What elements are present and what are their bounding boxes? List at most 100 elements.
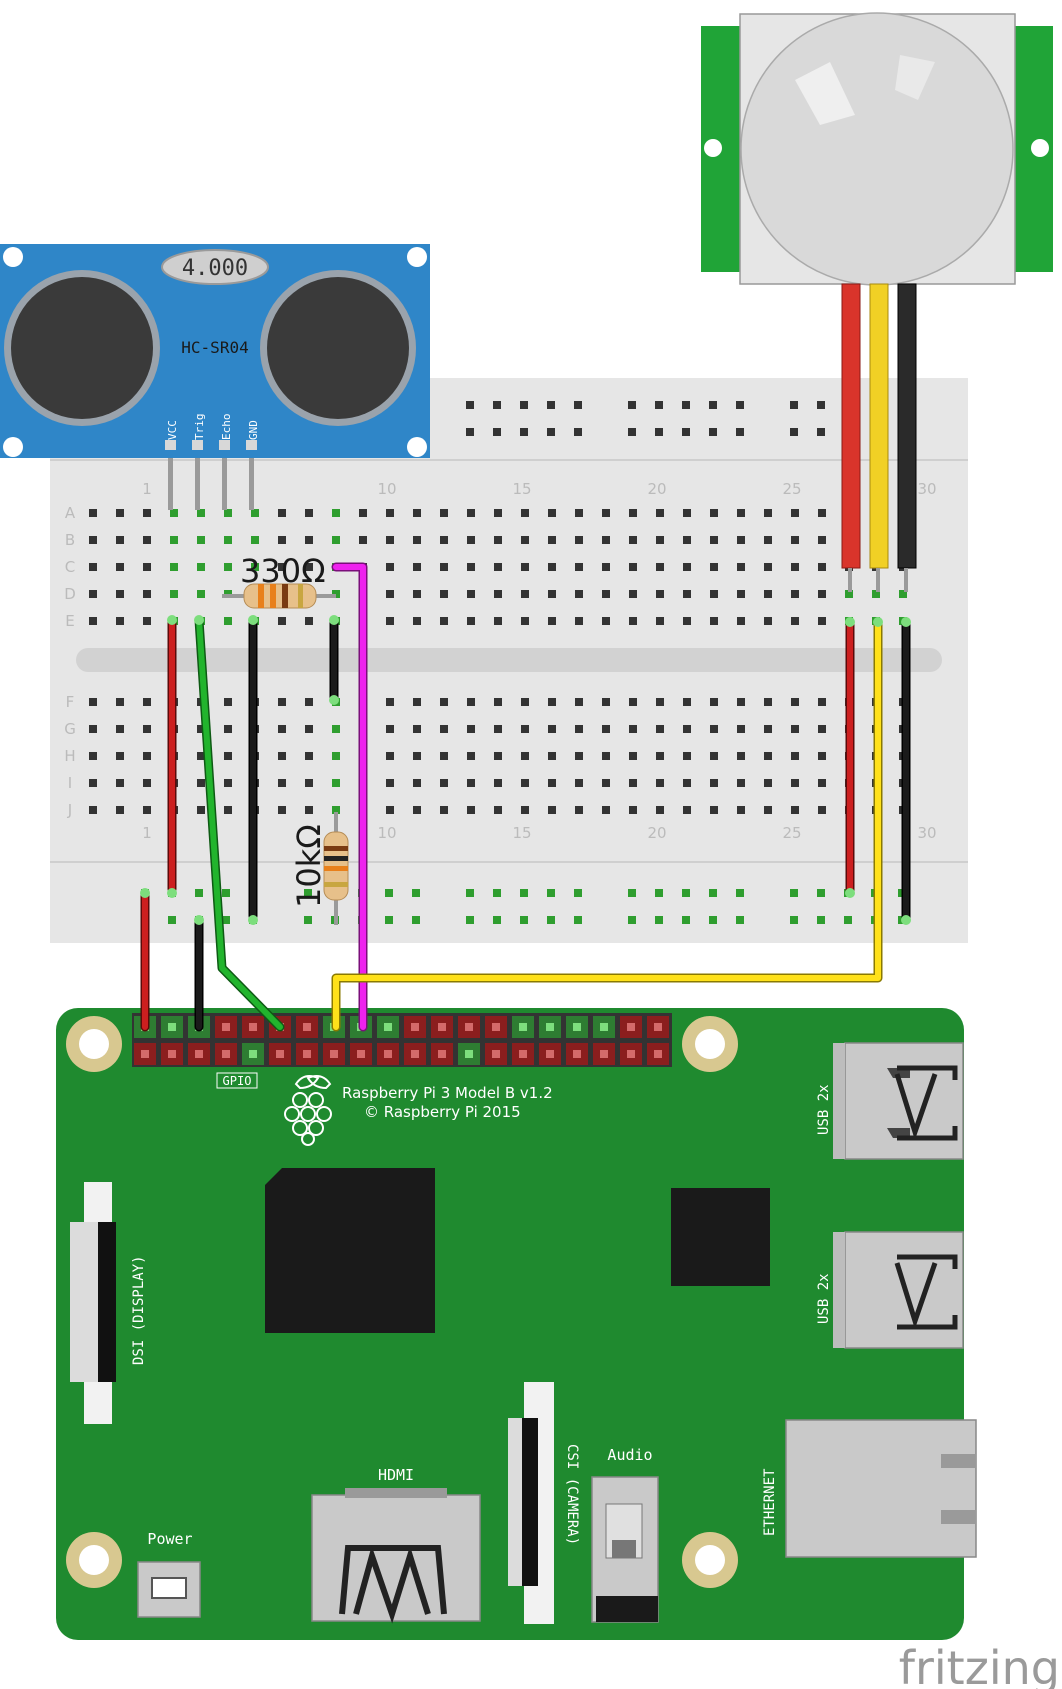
breadboard-hole: [386, 725, 394, 733]
gpio-pin-contact: [168, 1050, 176, 1058]
breadboard-hole: [872, 590, 880, 598]
breadboard-hole: [629, 752, 637, 760]
breadboard-hole: [332, 509, 340, 517]
resistor-10k: [323, 812, 349, 925]
resistor-330-label: 330Ω: [240, 552, 326, 590]
breadboard-hole: [224, 806, 232, 814]
hdmi-port: [311, 1488, 481, 1624]
breadboard-hole: [440, 752, 448, 760]
breadboard-hole: [197, 779, 205, 787]
row-letter-b: B: [65, 531, 75, 549]
breadboard-hole: [710, 617, 718, 625]
gpio-pin-contact: [519, 1050, 527, 1058]
power-rail-hole: [790, 889, 798, 897]
breadboard-hole: [413, 590, 421, 598]
breadboard-hole: [629, 536, 637, 544]
gpio-pin-contact: [627, 1023, 635, 1031]
breadboard-hole: [548, 752, 556, 760]
breadboard-hole: [467, 698, 475, 706]
sensor-mount-hole: [407, 247, 427, 267]
breadboard-hole: [494, 806, 502, 814]
power-port: [137, 1561, 201, 1618]
breadboard-hole: [143, 536, 151, 544]
breadboard-hole: [278, 698, 286, 706]
power-rail-hole: [520, 916, 528, 924]
gpio-pin-contact: [384, 1050, 392, 1058]
power-rail-hole: [736, 428, 744, 436]
breadboard-hole: [143, 752, 151, 760]
gpio-pin-contact: [303, 1050, 311, 1058]
breadboard-hole: [710, 806, 718, 814]
gpio-pin-contact: [519, 1023, 527, 1031]
breadboard-hole: [467, 590, 475, 598]
breadboard-hole: [89, 806, 97, 814]
breadboard-hole: [818, 590, 826, 598]
breadboard-hole: [818, 617, 826, 625]
power-rail-hole: [628, 916, 636, 924]
power-rail-hole: [547, 428, 555, 436]
breadboard-hole: [737, 563, 745, 571]
breadboard-hole: [224, 563, 232, 571]
breadboard-hole: [197, 509, 205, 517]
breadboard-hole: [683, 536, 691, 544]
pir-dome: [740, 12, 1014, 286]
wires: [140, 562, 911, 1032]
breadboard-hole: [143, 806, 151, 814]
power-rail-hole: [682, 401, 690, 409]
breadboard-hole: [602, 698, 610, 706]
breadboard-hole: [386, 590, 394, 598]
breadboard-hole: [710, 536, 718, 544]
breadboard-hole: [413, 725, 421, 733]
breadboard-hole: [791, 779, 799, 787]
breadboard-hole: [116, 536, 124, 544]
power-rail-hole: [709, 889, 717, 897]
gpio-pin-contact: [492, 1023, 500, 1031]
breadboard-hole: [197, 725, 205, 733]
breadboard-hole: [440, 617, 448, 625]
breadboard-hole: [575, 563, 583, 571]
breadboard-hole: [494, 590, 502, 598]
row-letter-e: E: [65, 612, 74, 630]
breadboard-hole: [305, 752, 313, 760]
breadboard-hole: [899, 590, 907, 598]
breadboard-hole: [602, 779, 610, 787]
breadboard-hole: [602, 563, 610, 571]
breadboard-hole: [764, 725, 772, 733]
breadboard-hole: [224, 536, 232, 544]
gpio-pin-contact: [141, 1050, 149, 1058]
power-rail-hole: [304, 889, 312, 897]
power-rail-hole: [412, 916, 420, 924]
sensor-pin-trig: [195, 445, 200, 510]
breadboard-hole: [602, 590, 610, 598]
breadboard-hole: [629, 509, 637, 517]
breadboard-hole: [440, 806, 448, 814]
row-letter-g: G: [64, 720, 76, 738]
power-rail-hole: [790, 428, 798, 436]
power-rail-hole: [655, 889, 663, 897]
breadboard-hole: [386, 779, 394, 787]
breadboard-hole: [548, 698, 556, 706]
gpio-pin-contact: [195, 1050, 203, 1058]
pi-model-text: Raspberry Pi 3 Model B v1.2: [342, 1084, 553, 1102]
power-rail-hole: [547, 889, 555, 897]
breadboard-hole: [305, 536, 313, 544]
breadboard-hole: [116, 617, 124, 625]
breadboard-hole: [143, 590, 151, 598]
breadboard-hole: [575, 725, 583, 733]
ethernet-label: ETHERNET: [762, 1468, 778, 1536]
breadboard-hole: [818, 806, 826, 814]
breadboard-hole: [683, 806, 691, 814]
breadboard-hole: [413, 806, 421, 814]
breadboard-hole: [89, 779, 97, 787]
power-rail-hole: [304, 916, 312, 924]
breadboard-hole: [170, 509, 178, 517]
breadboard-hole: [656, 617, 664, 625]
breadboard-hole: [791, 806, 799, 814]
breadboard-hole: [602, 806, 610, 814]
breadboard-hole: [467, 806, 475, 814]
breadboard-hole: [818, 563, 826, 571]
power-rail-hole: [574, 428, 582, 436]
breadboard-hole: [197, 536, 205, 544]
breadboard-hole: [197, 590, 205, 598]
usb-port-top: [833, 1042, 964, 1160]
